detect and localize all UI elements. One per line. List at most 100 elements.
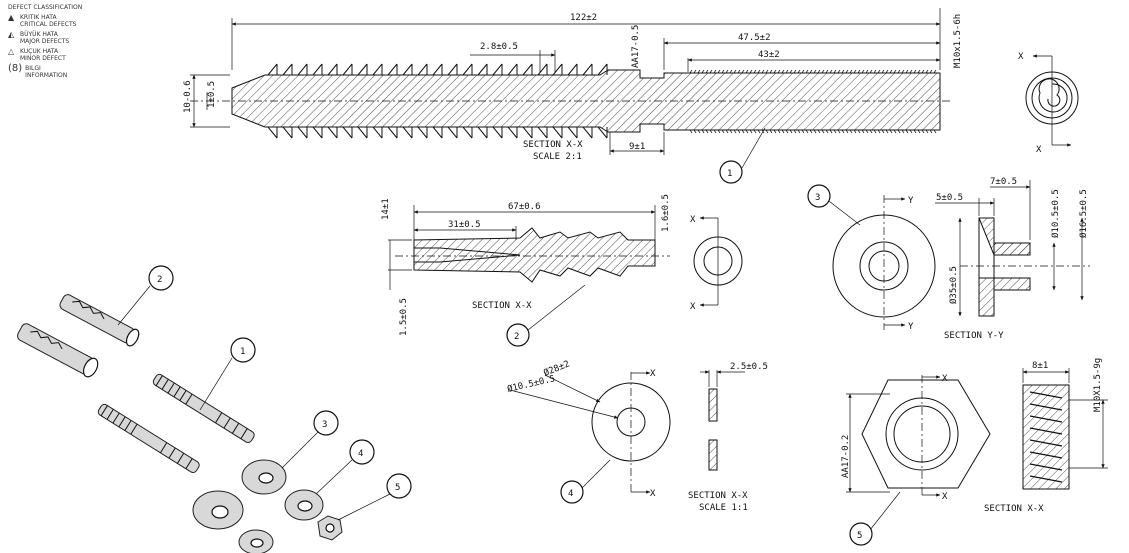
drawing-line (805, 69, 809, 74)
bolt-thread-spec: M10x1.5-6h (953, 14, 963, 68)
drawing-line (417, 126, 428, 139)
callout-5-label: 5 (857, 531, 862, 541)
drawing-line (522, 63, 533, 76)
drawing-line (701, 69, 705, 74)
bolt-section-view: 122±2 2.8±0.5 AA17-0.5 47.5±2 43±2 M10x1… (183, 8, 963, 184)
drawing-line (725, 129, 729, 134)
nut-section-label: SECTION X-X (984, 504, 1044, 514)
drawing-line (693, 129, 697, 134)
drawing-line (749, 129, 753, 134)
dowel-end-x-top: X (690, 215, 696, 225)
nut-thread-spec: M10X1.5-9g (1093, 358, 1103, 412)
drawing-line (797, 129, 801, 134)
nut-aa17-label: AA17-0.2 (841, 435, 851, 478)
dim-overall-label: 122±2 (570, 13, 597, 23)
drawing-line (909, 129, 913, 134)
drawing-line (537, 63, 548, 76)
iso-callout-3-label: 3 (322, 420, 327, 430)
iso-callout-1-bubble (148, 265, 174, 291)
dim-neck-label: 9±1 (629, 142, 645, 152)
drawing-line (721, 129, 725, 134)
drawing-line (853, 129, 857, 134)
bolt-thread-teeth (267, 63, 608, 139)
drawing-line (893, 129, 897, 134)
iso-bolt-1 (152, 373, 255, 444)
drawing-line (507, 126, 518, 139)
legend-minor-en: MINOR DEFECT (20, 55, 66, 62)
drawing-line (372, 63, 383, 76)
drawing-line (813, 69, 817, 74)
dim-thread-length2-label: 43±2 (758, 50, 780, 60)
drawing-line (753, 129, 757, 134)
drawing-line (769, 129, 773, 134)
drawing-line (697, 129, 701, 134)
drawing-line (789, 69, 793, 74)
drawing-line (917, 129, 921, 134)
drawing-line (861, 129, 865, 134)
drawing-line (721, 69, 725, 74)
washer3-y-top: Y (908, 196, 914, 206)
drawing-line (522, 126, 533, 139)
drawing-line (312, 63, 323, 76)
drawing-line (297, 126, 308, 139)
drawing-line (829, 69, 833, 74)
drawing-line (781, 129, 785, 134)
dowel-offset-label: 1.5±0.5 (399, 298, 409, 336)
drawing-line (297, 63, 308, 76)
drawing-line (829, 129, 833, 134)
drawing-line (877, 129, 881, 134)
dim-pitch-label: 2.8±0.5 (480, 42, 518, 52)
drawing-line (709, 69, 713, 74)
drawing-line (905, 69, 909, 74)
drawing-line (729, 69, 733, 74)
drawing-line (372, 126, 383, 139)
drawing-line (597, 126, 608, 139)
drawing-line (889, 129, 893, 134)
drawing-line (873, 69, 877, 74)
dowel-section-view: 67±0.6 31±0.5 14±1 1.5±0.5 1.6±0.5 SECTI… (381, 194, 671, 347)
drawing-line (387, 63, 398, 76)
nut-x-top: X (942, 374, 948, 384)
legend-minor-tr: KUÇUK HATA (20, 48, 59, 55)
drawing-line (793, 129, 797, 134)
drawing-line (901, 129, 905, 134)
bolt-end-view: X X (1018, 52, 1079, 155)
drawing-line (861, 69, 865, 74)
drawing-line (1029, 439, 1063, 447)
drawing-line (881, 69, 885, 74)
legend-info-en: INFORMATION (25, 72, 68, 79)
drawing-line (777, 129, 781, 134)
washer4-section-label: SECTION X-X (688, 491, 748, 501)
dowel-end-view: X X (690, 215, 743, 312)
drawing-line (777, 69, 781, 74)
drawing-line (729, 129, 733, 134)
drawing-line (813, 129, 817, 134)
legend-critical-en: CRITICAL DEFECTS (20, 21, 77, 28)
drawing-line (741, 69, 745, 74)
dim-tip-label: 1±0.5 (207, 81, 217, 108)
drawing-line (737, 129, 741, 134)
washer4-thickness-label: 2.5±0.5 (730, 362, 768, 372)
drawing-line (477, 126, 488, 139)
iso-callout-4-bubble (349, 439, 375, 465)
drawing-line (913, 129, 917, 134)
bolt-scale-label: SCALE 2:1 (533, 152, 582, 162)
bolt-section-label: SECTION X-X (523, 140, 583, 150)
callout-5-bubble (849, 522, 873, 546)
drawing-line (432, 126, 443, 139)
drawing-line (717, 129, 721, 134)
drawing-line (801, 129, 805, 134)
callout-3-bubble (807, 184, 831, 208)
drawing-line (869, 129, 873, 134)
legend-major-en: MAJOR DEFECTS (20, 38, 70, 45)
drawing-line (567, 126, 578, 139)
drawing-line (582, 63, 593, 76)
callout-2-bubble (506, 323, 530, 347)
drawing-line (1029, 415, 1063, 423)
dowel-length-label: 67±0.6 (508, 202, 541, 212)
drawing-line (925, 129, 929, 134)
washer3-id-label: Ø10.5±0.5 (1050, 189, 1061, 238)
